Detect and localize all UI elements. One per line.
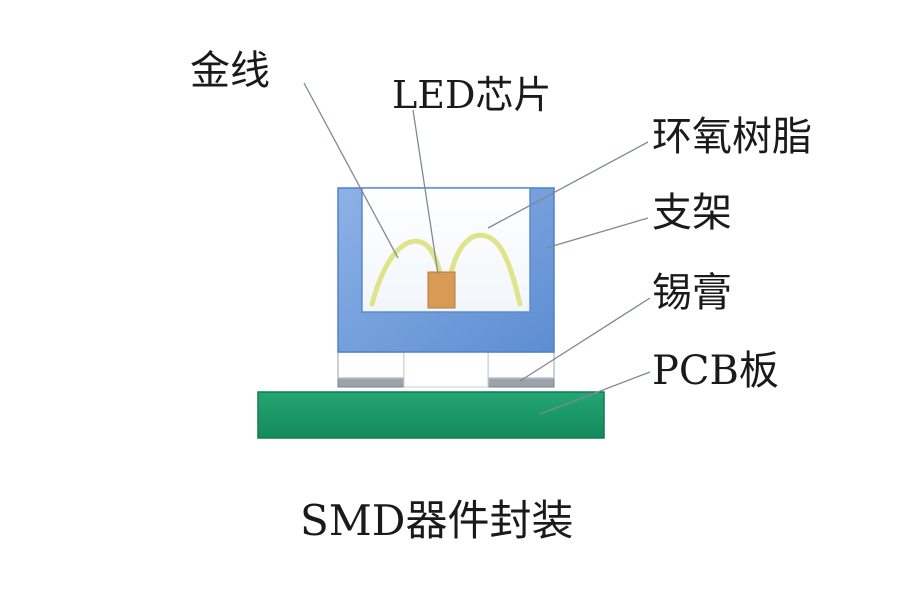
led-chip: [427, 271, 456, 309]
leader-epoxy: [487, 141, 649, 229]
leader-led-chip: [412, 109, 439, 275]
solder-paste-right: [487, 377, 555, 388]
leader-bracket: [545, 217, 649, 249]
leader-lines: [303, 82, 651, 415]
solder-paste-left: [337, 377, 405, 388]
leader-solder: [519, 297, 651, 382]
leader-gold-wire: [303, 82, 399, 259]
label-bracket: 支架: [652, 190, 732, 236]
label-solder-paste: 锡膏: [652, 270, 732, 316]
pad-middle-gap: [403, 351, 489, 388]
pad-left: [337, 351, 405, 379]
label-pcb: PCB板: [652, 348, 779, 394]
diagram-caption: SMD器件封装: [300, 496, 573, 545]
gold-wire-right: [447, 232, 523, 307]
label-epoxy: 环氧树脂: [652, 114, 812, 160]
gold-wire-left: [369, 238, 444, 307]
pcb-board: [257, 391, 605, 439]
leader-pcb: [539, 371, 651, 415]
label-led-chip: LED芯片: [392, 73, 551, 117]
label-gold-wire: 金线: [190, 48, 270, 94]
